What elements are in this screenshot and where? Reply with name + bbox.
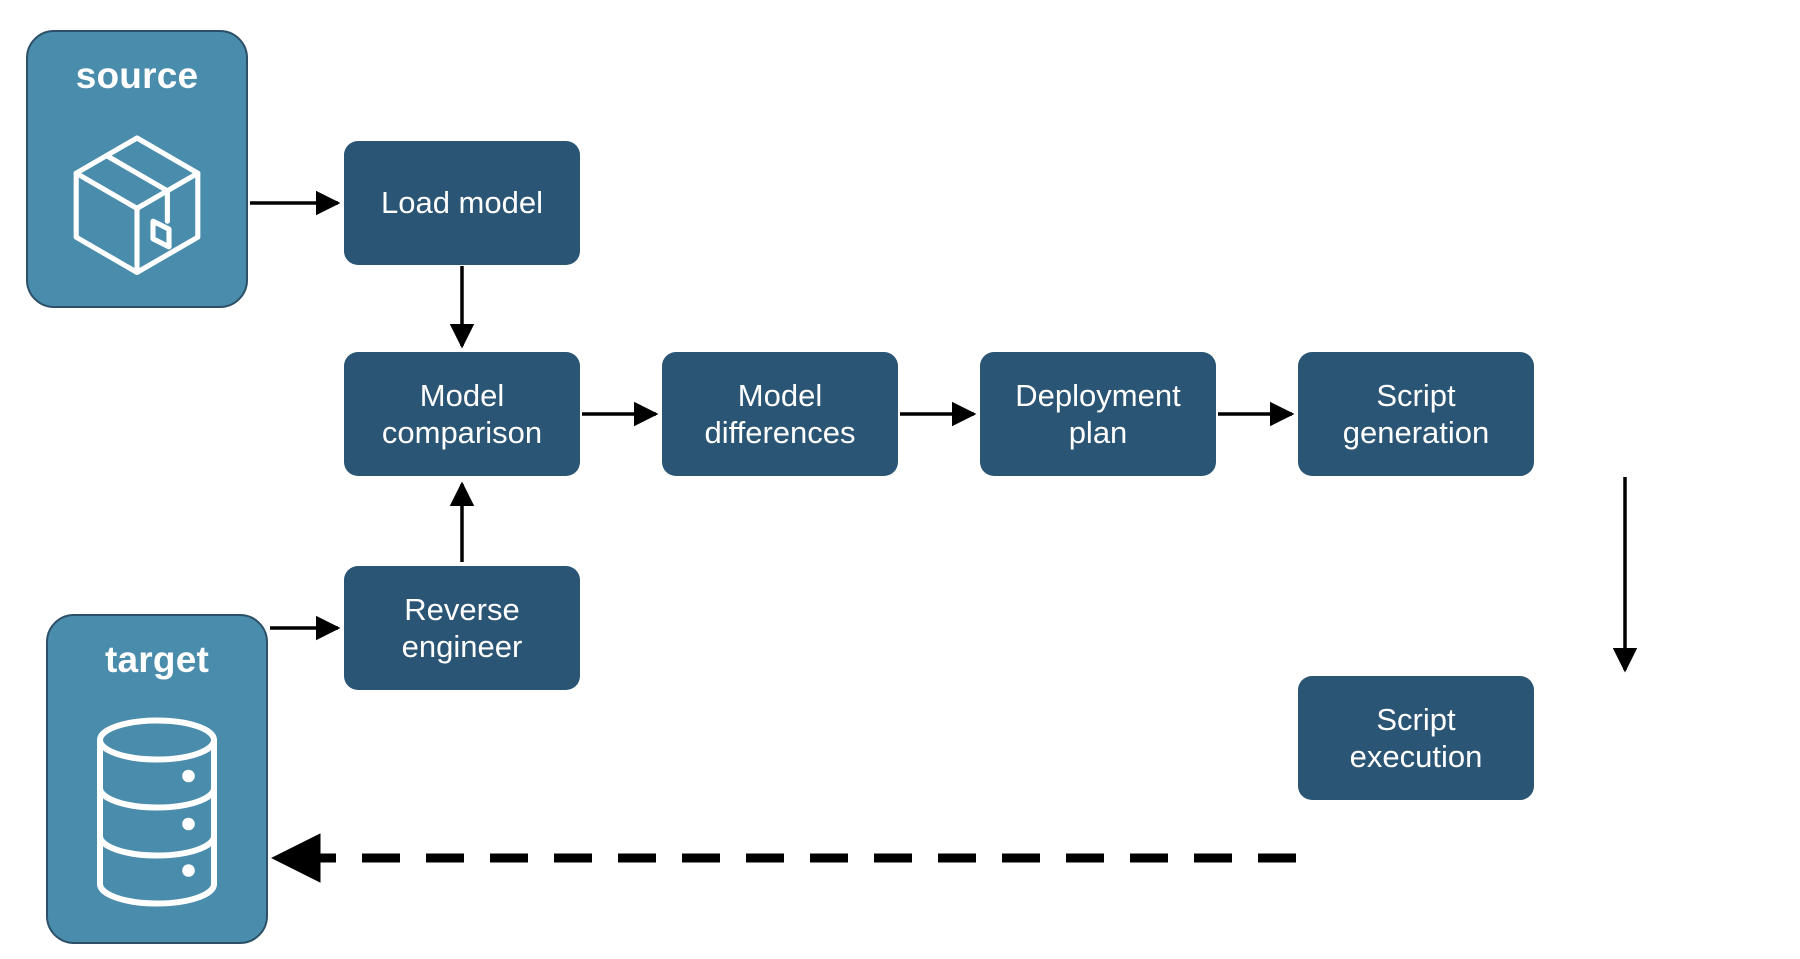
- endpoint-target[interactable]: target: [46, 614, 268, 944]
- process-reverse-engineer-line-1: Reverse: [404, 591, 520, 627]
- process-script-execution-line-1: Script: [1376, 701, 1456, 737]
- endpoint-source[interactable]: source: [26, 30, 248, 308]
- process-model-differences[interactable]: Model differences: [662, 352, 898, 476]
- endpoint-source-label: source: [75, 55, 199, 96]
- package-box-icon: [28, 98, 246, 306]
- process-reverse-engineer[interactable]: Reverse engineer: [344, 566, 580, 690]
- process-script-execution[interactable]: Script execution: [1298, 676, 1534, 800]
- process-reverse-engineer-line-2: engineer: [401, 629, 523, 664]
- process-model-comparison[interactable]: Model comparison: [344, 352, 580, 476]
- process-model-differences-line-2: differences: [704, 415, 856, 450]
- process-script-generation-line-1: Script: [1376, 377, 1456, 413]
- process-script-execution-line-2: execution: [1349, 739, 1483, 774]
- endpoint-target-label: target: [105, 639, 209, 680]
- process-deployment-plan-line-2: plan: [1068, 415, 1128, 450]
- database-cylinder-icon: [48, 682, 266, 942]
- process-load-model[interactable]: Load model: [344, 141, 580, 265]
- process-deployment-plan[interactable]: Deployment plan: [980, 352, 1216, 476]
- process-script-generation[interactable]: Script generation: [1298, 352, 1534, 476]
- process-script-generation-line-2: generation: [1342, 415, 1490, 450]
- process-deployment-plan-line-1: Deployment: [1015, 377, 1181, 413]
- process-model-differences-line-1: Model: [737, 377, 823, 413]
- process-model-comparison-line-1: Model: [419, 377, 505, 413]
- process-load-model-line-1: Load model: [380, 185, 543, 221]
- process-model-comparison-line-2: comparison: [381, 415, 543, 450]
